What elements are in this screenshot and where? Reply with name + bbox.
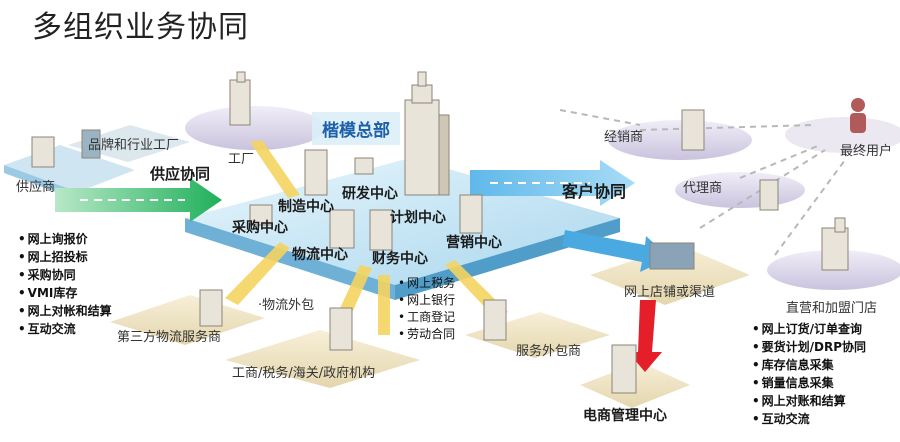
page-title: 多组织业务协同 xyxy=(32,10,249,45)
procurement-center-label: 采购中心 xyxy=(232,220,288,236)
finance-center-label: 财务中心 xyxy=(372,251,428,267)
list-item: 库存信息采集 xyxy=(752,356,866,374)
factory-label: 工厂 xyxy=(228,152,255,167)
planning-center-label: 计划中心 xyxy=(390,210,446,226)
end-user-flows xyxy=(559,109,846,256)
logistics-plate xyxy=(110,295,265,345)
user-person-icon xyxy=(850,98,866,133)
list-item: 互动交流 xyxy=(752,410,866,428)
list-item: 网上税务 xyxy=(398,275,455,292)
ecommerce-center-label: 电商管理中心 xyxy=(583,408,667,424)
hq-label: 楷模总部 xyxy=(312,112,400,145)
end-user-disk xyxy=(785,117,900,153)
gov-plate xyxy=(225,330,420,388)
list-item: 劳动合同 xyxy=(398,326,455,343)
supplier-label: 供应商 xyxy=(16,180,56,195)
agent-label: 代理商 xyxy=(683,181,723,196)
service-outsourcing-label: 服务外包商 xyxy=(516,344,582,359)
list-item: 网上招投标 xyxy=(18,248,112,266)
government-label: 工商/税务/海关/政府机构 xyxy=(232,366,376,381)
logistics-center-label: 物流中心 xyxy=(292,247,348,263)
list-item: 要货计划/DRP协同 xyxy=(752,338,866,356)
online-store-plate xyxy=(590,245,750,305)
supply-arrow xyxy=(55,178,222,222)
manufacturing-center-label: 制造中心 xyxy=(278,199,334,215)
list-item: 互动交流 xyxy=(18,320,112,338)
list-item: 网上银行 xyxy=(398,292,455,309)
end-user-label: 最终用户 xyxy=(840,144,893,159)
customer-collab-label: 客户协同 xyxy=(562,182,627,201)
list-item: 网上对账和结算 xyxy=(752,392,866,410)
list-item: VMI库存 xyxy=(18,284,112,302)
supplier-features-list: 网上询报价 网上招投标 采购协同 VMI库存 网上对帐和结算 互动交流 xyxy=(18,230,112,338)
third-party-logistics-label: 第三方物流服务商 xyxy=(117,330,222,345)
direct-franchise-label: 直营和加盟门店 xyxy=(786,301,878,316)
online-store-arrow xyxy=(562,230,670,272)
distributor-label: 经销商 xyxy=(604,130,644,145)
logistics-outsource-label: ·物流外包 xyxy=(258,298,315,313)
customer-features-list: 网上订货/订单查询 要货计划/DRP协同 库存信息采集 销量信息采集 网上对账和… xyxy=(752,320,866,428)
customer-arrow xyxy=(470,160,635,206)
outsourcing-plate xyxy=(465,312,610,358)
list-item: 采购协同 xyxy=(18,266,112,284)
brand-factory-label: 品牌和行业工厂 xyxy=(88,138,180,153)
buildings xyxy=(31,71,849,394)
list-item: 销量信息采集 xyxy=(752,374,866,392)
list-item: 网上订货/订单查询 xyxy=(752,320,866,338)
supply-collab-label: 供应协同 xyxy=(150,165,211,183)
rd-center-label: 研发中心 xyxy=(342,186,398,202)
list-item: 网上对帐和结算 xyxy=(18,302,112,320)
marketing-center-label: 营销中心 xyxy=(446,235,502,251)
list-item: 工商登记 xyxy=(398,309,455,326)
gov-services-list: 网上税务 网上银行 工商登记 劳动合同 xyxy=(398,275,455,343)
factory-disk xyxy=(185,106,325,150)
list-item: 网上询报价 xyxy=(18,230,112,248)
online-store-label: 网上店铺或渠道 xyxy=(624,285,716,300)
